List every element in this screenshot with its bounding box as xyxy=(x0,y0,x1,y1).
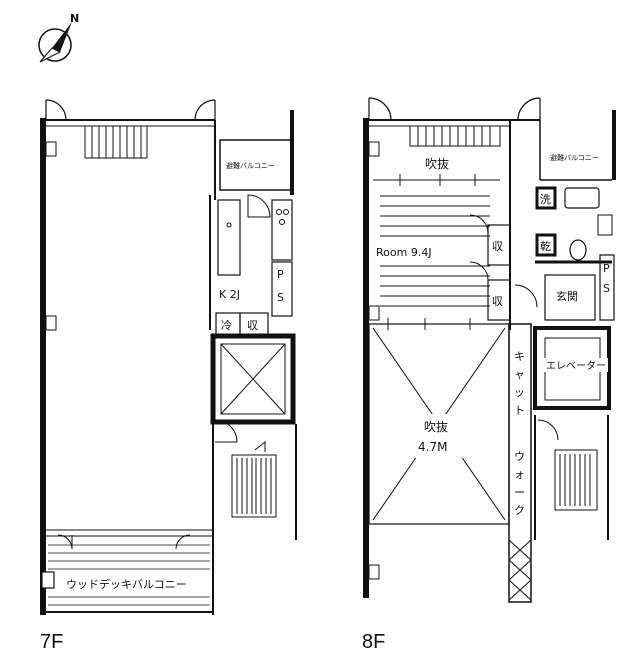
catwalk-char-3: ッ xyxy=(514,386,525,399)
8f-ps-s: S xyxy=(603,282,610,295)
catwalk-char-2: ャ xyxy=(514,368,525,381)
7f-outer-wall-left xyxy=(40,118,46,615)
compass-icon: N xyxy=(38,12,79,63)
8f-ps-p: P xyxy=(603,262,610,275)
8f-storage-2: 収 xyxy=(492,295,503,308)
7f-top-stair xyxy=(84,125,148,159)
7f-door-top-right xyxy=(194,99,216,121)
catwalk-char-7: ー xyxy=(514,486,525,499)
floor-plan-8f: 吹抜 Room 9.4J 収 収 避難 xyxy=(362,97,616,653)
8f-elevator-label: エレベーター xyxy=(546,360,606,372)
7f-fridge-label: 冷 xyxy=(221,319,232,332)
7f-stove xyxy=(271,199,293,261)
7f-elevator-shaft xyxy=(210,333,296,425)
8f-evac-balcony-label: 避難バルコニー xyxy=(550,153,599,162)
7f-ps-s: S xyxy=(277,291,284,304)
toilet-icon xyxy=(569,239,587,261)
7f-lower-stair xyxy=(212,419,297,540)
8f-top-void-rail xyxy=(409,125,501,147)
7f-storage-label: 収 xyxy=(247,319,258,332)
7f-kitchen-counter xyxy=(217,199,241,276)
floor-label-8f: 8F xyxy=(362,631,385,653)
7f-evac-balcony-label: 避難バルコニー xyxy=(226,161,275,170)
8f-room-stairs xyxy=(380,195,490,307)
catwalk-char-6: ォ xyxy=(514,468,525,481)
7f-door-top-left xyxy=(45,99,67,121)
8f-washer-label: 洗 xyxy=(540,193,551,206)
8f-void-top-label: 吹抜 xyxy=(425,157,449,171)
bathtub-icon xyxy=(564,187,600,209)
catwalk-char-4: ト xyxy=(514,404,525,417)
7f-ps-p: P xyxy=(277,268,284,281)
8f-room-label: Room 9.4J xyxy=(376,246,432,259)
8f-catwalk: キ ャ ッ ト ウ ォ ー ク xyxy=(508,323,532,603)
8f-void-height-label: 4.7M xyxy=(418,440,447,454)
7f-kitchen-label: K 2J xyxy=(219,288,240,301)
floor-plan-7f: 避難バルコニー P S K 2J 冷 収 xyxy=(40,99,297,653)
8f-entrance-label: 玄関 xyxy=(556,289,578,303)
8f-storage-1: 収 xyxy=(492,240,503,253)
catwalk-char-1: キ xyxy=(514,350,525,363)
8f-dryer-label: 乾 xyxy=(540,240,551,253)
7f-deck-planks xyxy=(48,544,210,606)
catwalk-char-5: ウ xyxy=(514,450,525,463)
7f-deck-balcony-label: ウッドデッキバルコニー xyxy=(66,577,187,591)
catwalk-char-8: ク xyxy=(514,504,525,517)
compass-north-label: N xyxy=(70,12,79,25)
floor-label-7f: 7F xyxy=(40,631,63,653)
8f-void-big-label: 吹抜 xyxy=(424,420,448,434)
